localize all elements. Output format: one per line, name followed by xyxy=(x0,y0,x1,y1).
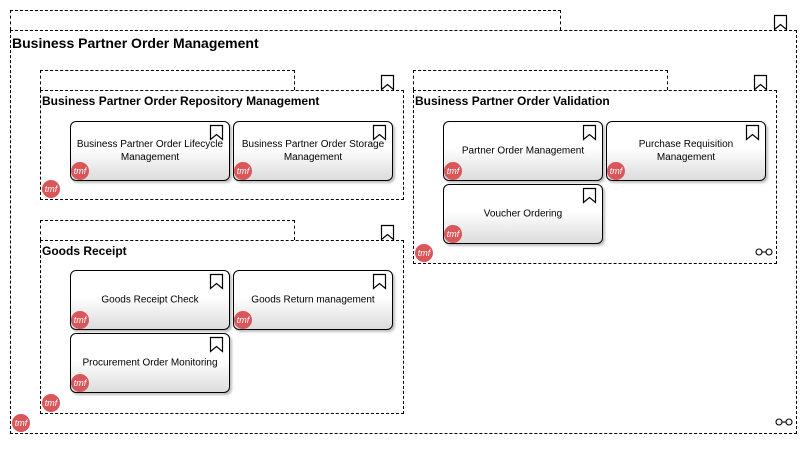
tmf-logo-icon: tmf xyxy=(444,225,462,243)
tmf-logo-icon: tmf xyxy=(234,311,252,329)
tmf-logo-icon: tmf xyxy=(12,414,30,432)
component-label: Purchase Requisition Management xyxy=(638,139,734,163)
validation-group-tab xyxy=(413,70,668,90)
order-validation-group[interactable]: Business Partner Order Validation tmf Pa… xyxy=(413,74,777,264)
goods-receipt-group[interactable]: Goods Receipt tmf Goods Receipt Check tm… xyxy=(40,224,404,414)
tmf-logo-icon: tmf xyxy=(71,311,89,329)
component-label: Business Partner Order Lifecycle Managem… xyxy=(76,139,224,163)
component-box[interactable]: Purchase Requisition Management tmf xyxy=(606,121,766,181)
group-title: Business Partner Order Repository Manage… xyxy=(42,94,320,108)
tmf-logo-icon: tmf xyxy=(42,180,60,198)
bookmark-icon xyxy=(582,187,597,204)
group-title: Business Partner Order Validation xyxy=(415,94,610,108)
component-box[interactable]: Partner Order Management tmf xyxy=(443,121,603,181)
root-group-title: Business Partner Order Management xyxy=(12,35,259,51)
link-icon xyxy=(755,248,773,256)
bookmark-icon xyxy=(209,273,224,290)
link-icon xyxy=(775,418,793,426)
bookmark-icon xyxy=(753,74,768,91)
component-label: Procurement Order Monitoring xyxy=(82,357,218,369)
root-group[interactable]: Business Partner Order Management tmf xyxy=(10,14,797,434)
repository-group-tab xyxy=(40,70,295,90)
group-title: Goods Receipt xyxy=(42,244,127,258)
component-box[interactable]: Business Partner Order Storage Managemen… xyxy=(233,121,393,181)
tmf-logo-icon: tmf xyxy=(444,162,462,180)
tmf-logo-icon: tmf xyxy=(234,162,252,180)
tmf-logo-icon: tmf xyxy=(415,244,433,262)
bookmark-icon xyxy=(380,224,395,241)
tmf-logo-icon: tmf xyxy=(71,162,89,180)
component-label: Goods Receipt Check xyxy=(101,294,199,306)
component-label: Business Partner Order Storage Managemen… xyxy=(241,139,385,163)
bookmark-icon xyxy=(372,273,387,290)
tmf-logo-icon: tmf xyxy=(42,394,60,412)
repository-management-group[interactable]: Business Partner Order Repository Manage… xyxy=(40,74,404,200)
component-label: Voucher Ordering xyxy=(483,208,563,220)
bookmark-icon xyxy=(380,74,395,91)
tmf-logo-icon: tmf xyxy=(71,374,89,392)
component-box[interactable]: Goods Receipt Check tmf xyxy=(70,270,230,330)
bookmark-icon xyxy=(209,124,224,141)
component-box[interactable]: Voucher Ordering tmf xyxy=(443,184,603,244)
bookmark-icon xyxy=(773,14,788,31)
goods-receipt-group-tab xyxy=(40,220,295,240)
root-group-tab xyxy=(10,10,561,30)
bookmark-icon xyxy=(745,124,760,141)
component-box[interactable]: Business Partner Order Lifecycle Managem… xyxy=(70,121,230,181)
component-label: Goods Return management xyxy=(251,294,375,306)
component-box[interactable]: Goods Return management tmf xyxy=(233,270,393,330)
bookmark-icon xyxy=(372,124,387,141)
bookmark-icon xyxy=(582,124,597,141)
component-box[interactable]: Procurement Order Monitoring tmf xyxy=(70,333,230,393)
component-label: Partner Order Management xyxy=(461,145,585,157)
bookmark-icon xyxy=(209,336,224,353)
tmf-logo-icon: tmf xyxy=(607,162,625,180)
